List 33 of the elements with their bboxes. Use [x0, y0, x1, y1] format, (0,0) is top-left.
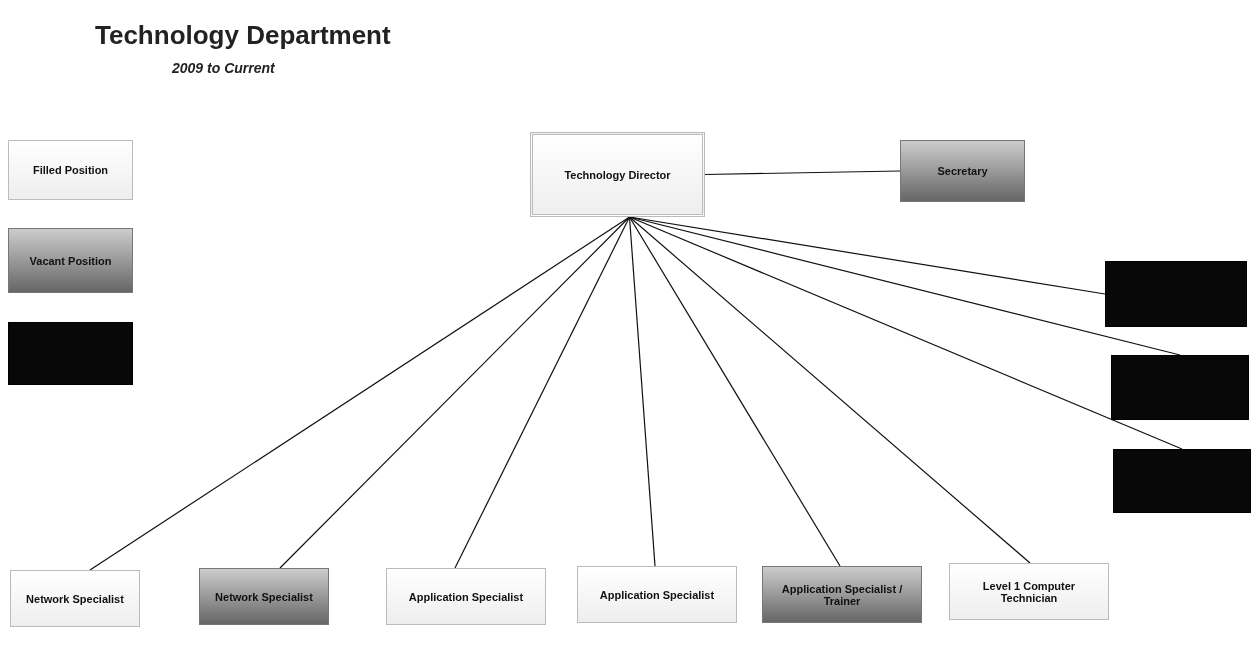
position-box — [199, 568, 329, 625]
position-title: Secretary — [937, 165, 988, 177]
connector-line — [279, 216, 631, 569]
blacked-out-box — [1113, 449, 1251, 513]
position-box — [8, 140, 133, 200]
position-title: Level 1 Computer Technician — [981, 579, 1077, 604]
blacked-out-box — [1111, 355, 1249, 420]
position-box — [949, 563, 1109, 620]
position-title: Technology Director — [564, 168, 671, 181]
position-box — [8, 228, 133, 293]
position-box — [386, 568, 546, 625]
connector-line — [628, 216, 1031, 564]
connector-line — [704, 170, 901, 176]
title: Technology Department — [95, 20, 391, 51]
connector-line — [454, 216, 631, 569]
blacked-out-box — [1105, 261, 1247, 327]
position-title: Filled Position — [32, 164, 109, 176]
position-box — [577, 566, 737, 623]
connector-line — [628, 216, 656, 567]
position-title: Application Specialist — [599, 588, 715, 601]
position-box — [762, 566, 922, 623]
connector-line — [628, 216, 841, 567]
subtitle: 2009 to Current — [172, 60, 275, 76]
position-title: Network Specialist — [26, 592, 124, 605]
position-title: Network Specialist — [215, 590, 313, 603]
blacked-out-box — [8, 322, 133, 385]
position-title: Application Specialist / Trainer — [780, 582, 904, 607]
position-box — [530, 132, 705, 217]
position-title: Application Specialist — [408, 590, 524, 603]
position-box — [900, 140, 1025, 202]
position-box — [10, 570, 140, 627]
connector-line — [628, 216, 1183, 450]
position-title: Vacant Position — [29, 254, 112, 267]
